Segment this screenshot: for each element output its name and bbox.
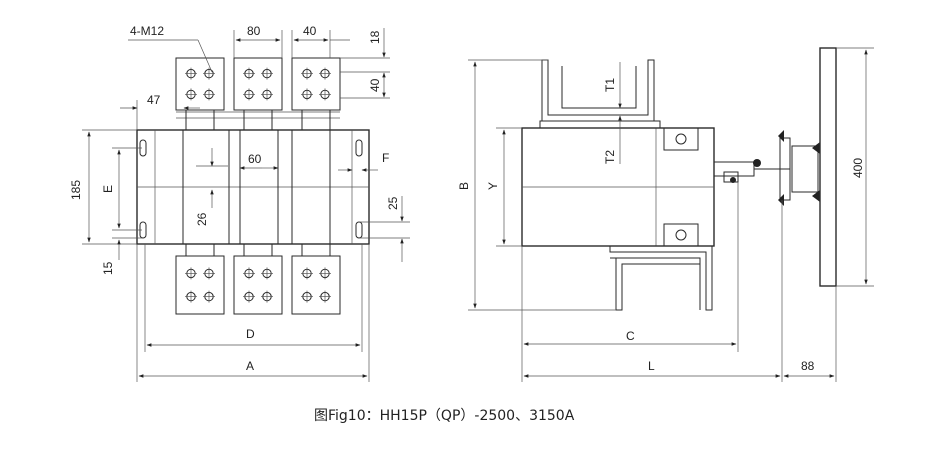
front-view: 4-M12 80 40 18 40 47 60 F 185 E 26 25 15… (69, 24, 410, 382)
label-h40: 40 (368, 78, 382, 92)
label-h25: 25 (386, 196, 400, 210)
label-h400: 400 (851, 158, 865, 178)
figure-caption: 图Fig10：HH15P（QP）-2500、3150A (314, 408, 575, 424)
label-w80: 80 (247, 24, 261, 38)
top-terminals (175, 57, 341, 131)
label-T2: T2 (603, 150, 617, 164)
label-L: L (648, 359, 655, 373)
label-B: B (457, 182, 471, 190)
label-d47: 47 (147, 93, 161, 107)
label-d60: 60 (248, 152, 262, 166)
label-F: F (382, 151, 389, 165)
label-E: E (101, 185, 115, 193)
label-h185: 185 (69, 180, 83, 200)
bolt-holes (185, 67, 331, 303)
label-d26: 26 (195, 212, 209, 226)
label-C: C (626, 329, 635, 343)
label-d88: 88 (801, 359, 815, 373)
label-d15: 15 (101, 261, 115, 275)
door-panel (819, 47, 837, 287)
bottom-terminals (175, 243, 341, 315)
label-h18: 18 (368, 30, 382, 44)
label-bolts: 4-M12 (130, 24, 164, 38)
label-w40: 40 (303, 24, 317, 38)
label-T1: T1 (603, 78, 617, 92)
label-D: D (246, 327, 255, 341)
label-A: A (246, 359, 254, 373)
label-Y: Y (486, 182, 500, 190)
side-view: T1 T2 B Y C L 400 88 (457, 47, 874, 382)
